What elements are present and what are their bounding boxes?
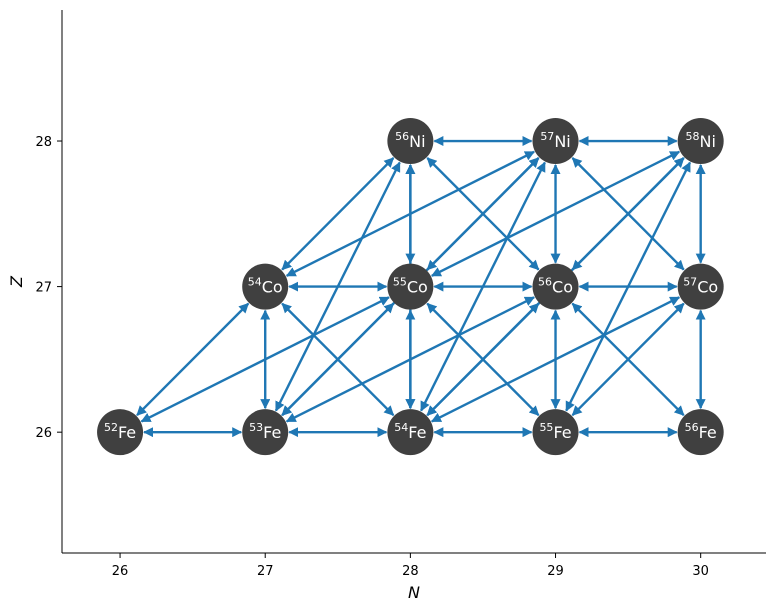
node-label: 54Co [248,276,283,297]
y-tick-label: 27 [35,281,52,296]
node-circle [532,409,579,456]
node-ni58: 58Ni [677,118,724,165]
node-label: 56Co [538,276,573,297]
node-element-symbol: Co [407,278,428,297]
y-tick-label: 26 [35,426,52,441]
node-mass-number: 56 [538,276,552,289]
node-circle [387,118,434,165]
x-tick-label: 29 [547,564,564,579]
node-mass-number: 54 [248,276,262,289]
node-circle [677,118,724,165]
node-mass-number: 54 [394,421,408,434]
x-tick-label: 26 [112,564,129,579]
node-label: 55Fe [539,421,571,442]
node-mass-number: 55 [539,421,553,434]
node-element-symbol: Fe [553,423,571,442]
node-circle [677,409,724,456]
node-mass-number: 53 [249,421,263,434]
node-label: 52Fe [104,421,136,442]
node-circle [532,118,579,165]
node-label: 57Ni [540,130,570,151]
node-ni56: 56Ni [387,118,434,165]
x-axis-ticks: 26 27 28 29 30 [112,553,709,579]
edge-co54-ni56 [281,157,395,271]
node-label: 54Fe [394,421,426,442]
node-co54: 54Co [242,263,289,310]
node-circle [97,409,144,456]
node-element-symbol: Co [697,278,718,297]
x-axis-label: N [408,583,420,602]
node-mass-number: 52 [104,421,118,434]
node-fe56: 56Fe [677,409,724,456]
node-circle [532,263,579,310]
node-co55: 55Co [387,263,434,310]
edge-fe55-co55 [426,302,540,417]
edge-co57-ni57 [571,157,685,271]
node-fe53: 53Fe [242,409,289,456]
node-element-symbol: Ni [699,132,715,151]
node-element-symbol: Fe [699,423,717,442]
node-circle [242,263,289,310]
node-element-symbol: Fe [263,423,281,442]
x-tick-label: 27 [257,564,274,579]
node-label: 57Co [683,276,718,297]
edge-co56-ni56 [426,157,540,271]
node-mass-number: 58 [685,130,699,143]
node-fe55: 55Fe [532,409,579,456]
node-element-symbol: Co [262,278,283,297]
node-mass-number: 57 [683,276,697,289]
node-fe52: 52Fe [97,409,144,456]
node-element-symbol: Ni [409,132,425,151]
node-label: 53Fe [249,421,281,442]
node-co56: 56Co [532,263,579,310]
node-mass-number: 55 [393,276,407,289]
node-element-symbol: Fe [118,423,136,442]
x-tick-label: 30 [692,564,709,579]
node-element-symbol: Fe [408,423,426,442]
node-label: 56Fe [685,421,717,442]
y-axis-ticks: 26 27 28 [35,135,62,441]
node-circle [677,263,724,310]
y-tick-label: 28 [35,135,52,150]
edge-fe56-co56 [571,302,685,417]
node-circle [242,409,289,456]
node-co57: 57Co [677,263,724,310]
node-label: 56Ni [395,130,425,151]
node-mass-number: 56 [395,130,409,143]
node-fe54: 54Fe [387,409,434,456]
node-circle [387,263,434,310]
edge-fe52-co54 [136,302,250,417]
node-element-symbol: Co [552,278,573,297]
node-circle [387,409,434,456]
node-element-symbol: Ni [554,132,570,151]
node-label: 55Co [393,276,428,297]
node-mass-number: 56 [685,421,699,434]
edges-layer [136,136,706,438]
node-ni57: 57Ni [532,118,579,165]
y-axis-label: Z [7,275,26,288]
axes-layer: 26 27 28 29 30 26 27 28 N Z [7,10,766,602]
node-label: 58Ni [685,130,715,151]
edge-fe54-co54 [281,302,395,417]
node-mass-number: 57 [540,130,554,143]
x-tick-label: 28 [402,564,419,579]
